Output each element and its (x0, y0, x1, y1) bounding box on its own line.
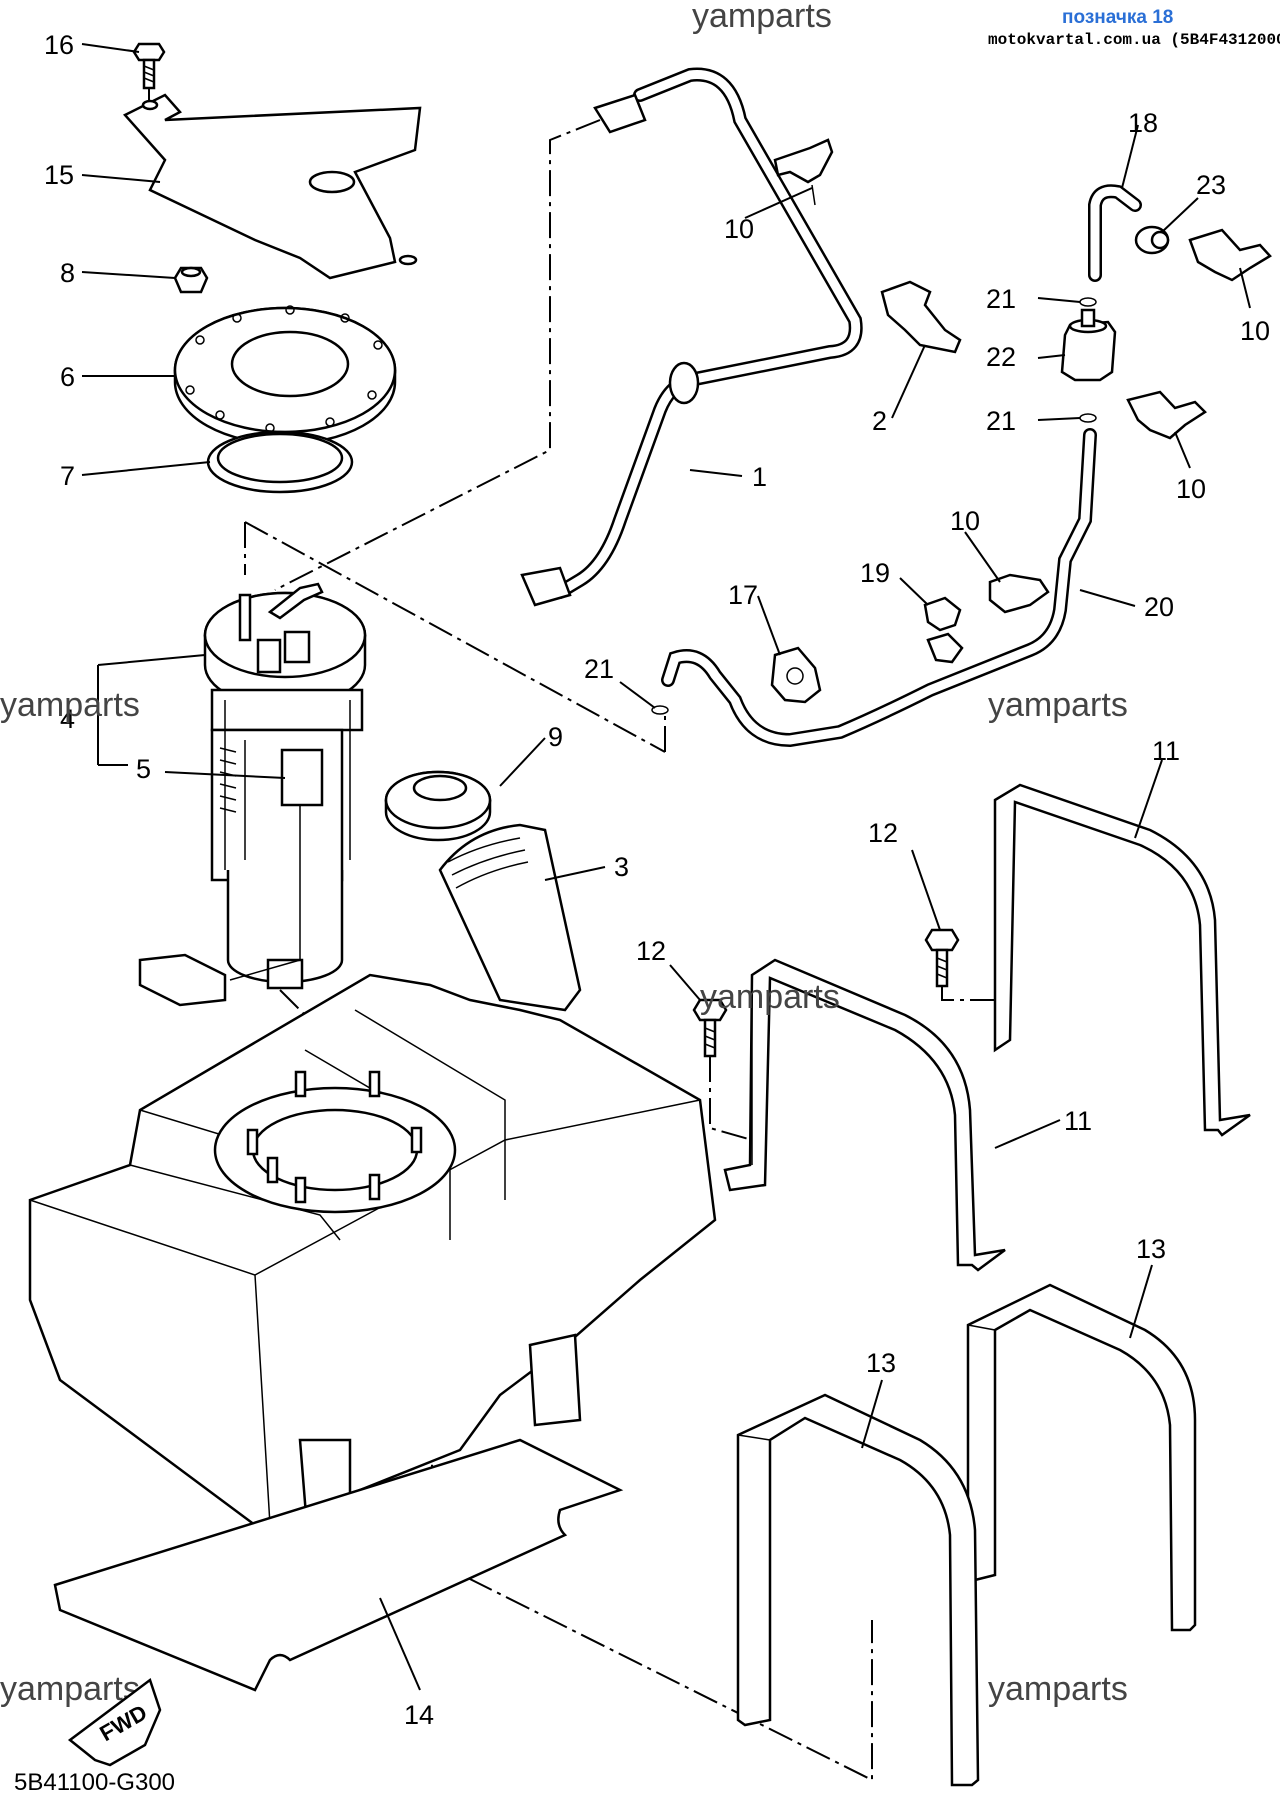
watermark-center: yamparts (700, 978, 840, 1016)
callout-10-c: 10 (1176, 474, 1206, 504)
diagram-code: 5B41100-G300 (14, 1769, 175, 1796)
callout-21-b: 21 (986, 406, 1016, 436)
part-11-band-lower (723, 958, 1006, 1272)
part-10-clip-c (1126, 390, 1207, 440)
part-13-pad-upper (966, 1283, 1197, 1632)
callout-22: 22 (986, 342, 1016, 372)
callout-19: 19 (860, 558, 890, 588)
callout-numbers: 16 15 8 6 7 4 5 9 3 1 2 10 18 23 21 22 2… (44, 30, 1270, 1730)
part-12-bolt-upper (924, 928, 995, 1001)
part-9-filler-cap (384, 770, 492, 842)
tank-studs (246, 1070, 423, 1204)
part-23-grommet (1134, 225, 1170, 255)
part-1-fuel-hose (520, 67, 863, 607)
callout-12-a: 12 (868, 818, 898, 848)
site-label: motokvartal.com.ua (5B4F43120000) (988, 31, 1280, 49)
callout-21-a: 21 (986, 284, 1016, 314)
part-20-vent-hose (661, 428, 1097, 748)
part-10-clip-b (1188, 228, 1272, 282)
badge-label: позначка 18 (1062, 7, 1173, 28)
callout-13-b: 13 (866, 1348, 896, 1378)
watermark-bottom-right: yamparts (988, 1670, 1128, 1708)
callout-10-b: 10 (1240, 316, 1270, 346)
part-17-clip (770, 646, 822, 704)
callout-8: 8 (60, 258, 75, 288)
part-6-ring-plate (173, 305, 397, 446)
callout-11-a: 11 (1152, 736, 1180, 766)
part-21-clip-c (651, 705, 669, 715)
part-21-clip-a (1079, 297, 1097, 307)
callout-2: 2 (872, 406, 887, 436)
part-10-clip-a (773, 138, 834, 206)
part-4-fuel-pump (138, 582, 367, 1007)
part-13-pad-lower (736, 1393, 980, 1787)
part-14-pad (53, 1438, 624, 1692)
part-3-fuel-tank (28, 823, 717, 1567)
callout-14: 14 (404, 1700, 434, 1730)
callout-12-b: 12 (636, 936, 666, 966)
part-22-filter (1060, 308, 1117, 382)
callout-6: 6 (60, 362, 75, 392)
watermarks: yamparts yamparts yamparts yamparts yamp… (0, 686, 1128, 1708)
callout-5: 5 (136, 754, 151, 784)
callout-1: 1 (752, 462, 767, 492)
part-7-gasket (206, 430, 354, 494)
part-8-nut (173, 266, 209, 294)
part-19-clamp (923, 596, 964, 664)
callout-10-d: 10 (950, 506, 980, 536)
watermark-left: yamparts (0, 686, 140, 724)
callout-20: 20 (1144, 592, 1174, 622)
part-12-bolt-lower (692, 998, 753, 1141)
part-15-bracket (122, 93, 422, 280)
callout-13-a: 13 (1136, 1234, 1166, 1264)
part-2-clip (880, 280, 962, 354)
watermark-top: yamparts (692, 0, 832, 35)
part-11-band-upper (993, 783, 1251, 1137)
callout-10-a: 10 (724, 214, 754, 244)
callout-3: 3 (614, 852, 629, 882)
callout-16: 16 (44, 30, 74, 60)
leader-lines (81, 43, 1251, 1691)
part-10-clip-d (988, 573, 1050, 614)
callout-23: 23 (1196, 170, 1226, 200)
callout-17: 17 (728, 580, 758, 610)
part-18-elbow-hose (1088, 184, 1142, 282)
callout-18: 18 (1128, 108, 1158, 138)
callout-9: 9 (548, 722, 563, 752)
callout-15: 15 (44, 160, 74, 190)
part-21-clip-b (1079, 413, 1097, 423)
ring-plate-holes (185, 305, 383, 433)
callout-11-b: 11 (1064, 1106, 1092, 1136)
watermark-bottom-left: yamparts (0, 1670, 140, 1708)
watermark-right: yamparts (988, 686, 1128, 724)
callout-7: 7 (60, 461, 75, 491)
callout-4: 4 (60, 704, 75, 734)
callout-21-c: 21 (584, 654, 614, 684)
